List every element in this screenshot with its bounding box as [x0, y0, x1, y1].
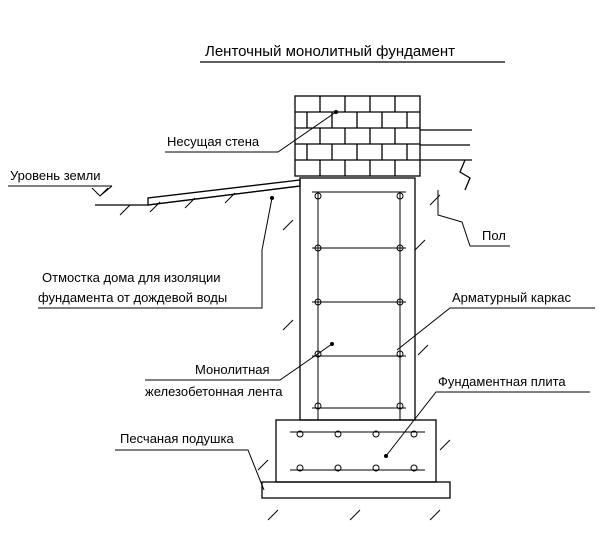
floor-slab — [420, 129, 472, 191]
label-floor: Пол — [482, 228, 506, 243]
ground-level-arrow-icon — [91, 185, 113, 197]
label-bearing-wall: Несущая стена — [167, 134, 260, 149]
foundation-strip — [299, 177, 416, 421]
leader-dot — [384, 454, 388, 458]
sand-cushion — [261, 481, 451, 499]
leader-foundation-slab — [385, 391, 590, 457]
label-blind-area-1: Отмостка дома для изоляции — [42, 270, 221, 285]
leader-floor — [437, 190, 510, 247]
ground-surface — [95, 179, 301, 206]
leader-dot — [330, 342, 334, 346]
label-strip-1: Монолитная — [195, 362, 270, 377]
leader-sand-cushion — [115, 449, 265, 491]
label-sand-cushion: Песчаная подушка — [120, 431, 234, 446]
label-foundation-slab: Фундаментная плита — [438, 374, 566, 389]
leader-rebar-cage — [396, 307, 595, 351]
rebar-points — [314, 192, 404, 410]
label-rebar-cage: Арматурный каркас — [452, 290, 571, 305]
foundation-slab — [275, 419, 437, 483]
label-strip-2: железобетонная лента — [145, 384, 283, 399]
leader-bearing-wall — [165, 111, 337, 153]
leader-dot — [334, 110, 338, 114]
diagram-title: Ленточный монолитный фундамент — [205, 43, 455, 60]
brick-wall — [294, 95, 421, 177]
label-ground-level: Уровень земли — [10, 168, 101, 183]
leader-strip — [145, 343, 333, 381]
label-blind-area-2: фундамента от дождевой воды — [38, 290, 227, 305]
leader-dot — [270, 196, 274, 200]
leader-blind-area — [38, 197, 273, 309]
